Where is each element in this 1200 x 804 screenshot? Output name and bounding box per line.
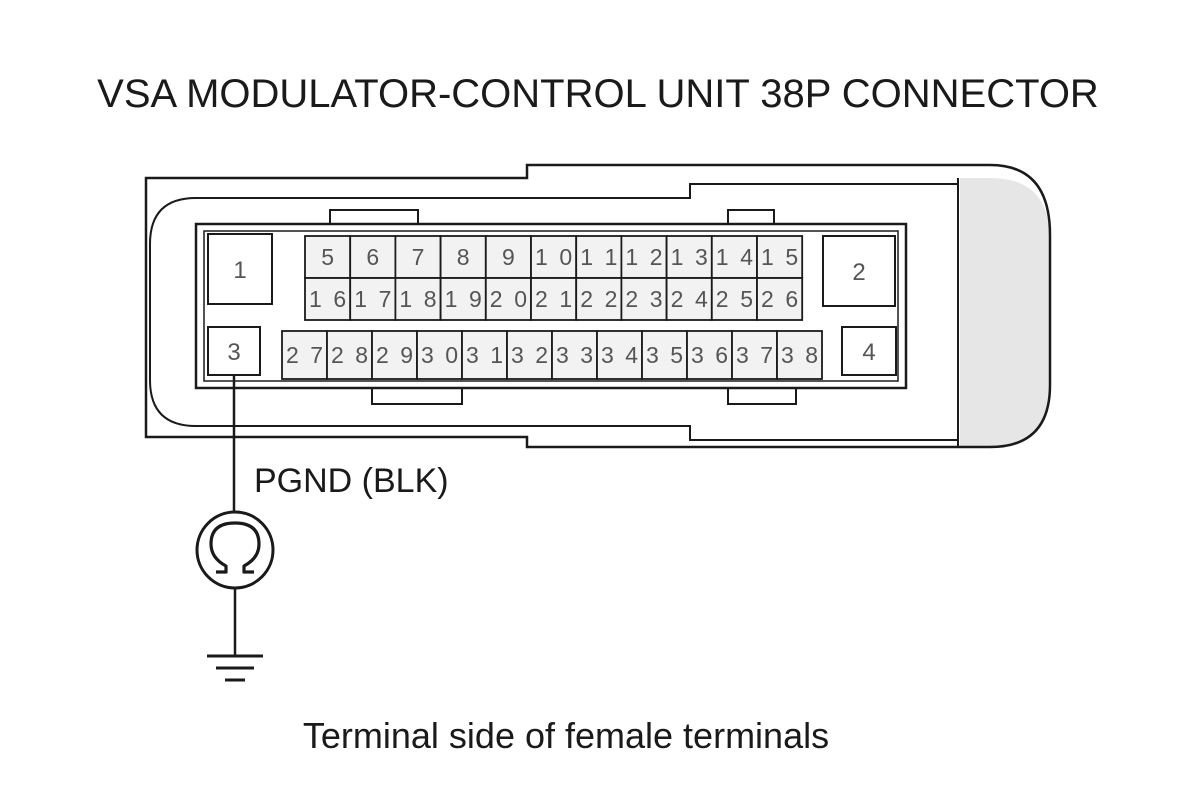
pin-23: 23 (620, 277, 668, 321)
pin-11: 11 (575, 235, 623, 279)
pin-16: 16 (304, 277, 352, 321)
diagram-title: VSA MODULATOR-CONTROL UNIT 38P CONNECTOR (97, 72, 1099, 116)
svg-text:4: 4 (862, 339, 875, 366)
pin-25: 25 (710, 277, 758, 321)
pin-9: 9 (484, 235, 532, 279)
pin-21: 21 (530, 277, 578, 321)
wire-label: PGND (BLK) (254, 462, 449, 500)
pin-14: 14 (710, 235, 758, 279)
pin-4: 4 (841, 326, 897, 376)
large-pins: 1 2 3 4 (207, 233, 897, 376)
pin-label: 7 (412, 244, 425, 270)
pin-label: 6 (366, 244, 379, 270)
connector-housing (144, 163, 1052, 449)
ground-icon (207, 654, 263, 682)
pin-28: 28 (326, 330, 373, 380)
pin-32: 32 (506, 330, 553, 380)
pin-8: 8 (439, 235, 487, 279)
pin-27: 27 (281, 330, 328, 380)
pin-26: 26 (756, 277, 804, 321)
pin-31: 31 (461, 330, 508, 380)
pin-13: 13 (665, 235, 713, 279)
pin-24: 24 (665, 277, 713, 321)
pin-2: 2 (822, 235, 896, 307)
svg-text:3: 3 (227, 339, 240, 366)
pin-5: 5 (304, 235, 352, 279)
pin-6: 6 (349, 235, 397, 279)
pin-1: 1 (207, 233, 273, 305)
svg-text:1: 1 (233, 257, 246, 284)
pin-36: 36 (686, 330, 733, 380)
pin-34: 34 (596, 330, 643, 380)
pin-18: 18 (394, 277, 442, 321)
pin-20: 20 (484, 277, 532, 321)
pin-38: 38 (776, 330, 823, 380)
pin-19: 19 (439, 277, 487, 321)
pin-label: 5 (321, 244, 334, 270)
pin-29: 29 (371, 330, 418, 380)
pin-33: 33 (551, 330, 598, 380)
pin-37: 37 (731, 330, 778, 380)
pin-15: 15 (756, 235, 804, 279)
ohm-meter-icon (195, 510, 275, 590)
pin-label: 9 (502, 244, 515, 270)
pin-17: 17 (349, 277, 397, 321)
pin-label: 8 (457, 244, 470, 270)
pin-7: 7 (394, 235, 442, 279)
footer-caption: Terminal side of female terminals (303, 715, 829, 756)
pin-30: 30 (416, 330, 463, 380)
pin-35: 35 (641, 330, 688, 380)
pin-10: 10 (530, 235, 578, 279)
pin-12: 12 (620, 235, 668, 279)
pin-3: 3 (207, 326, 261, 376)
svg-text:2: 2 (852, 259, 865, 286)
pin-22: 22 (575, 277, 623, 321)
